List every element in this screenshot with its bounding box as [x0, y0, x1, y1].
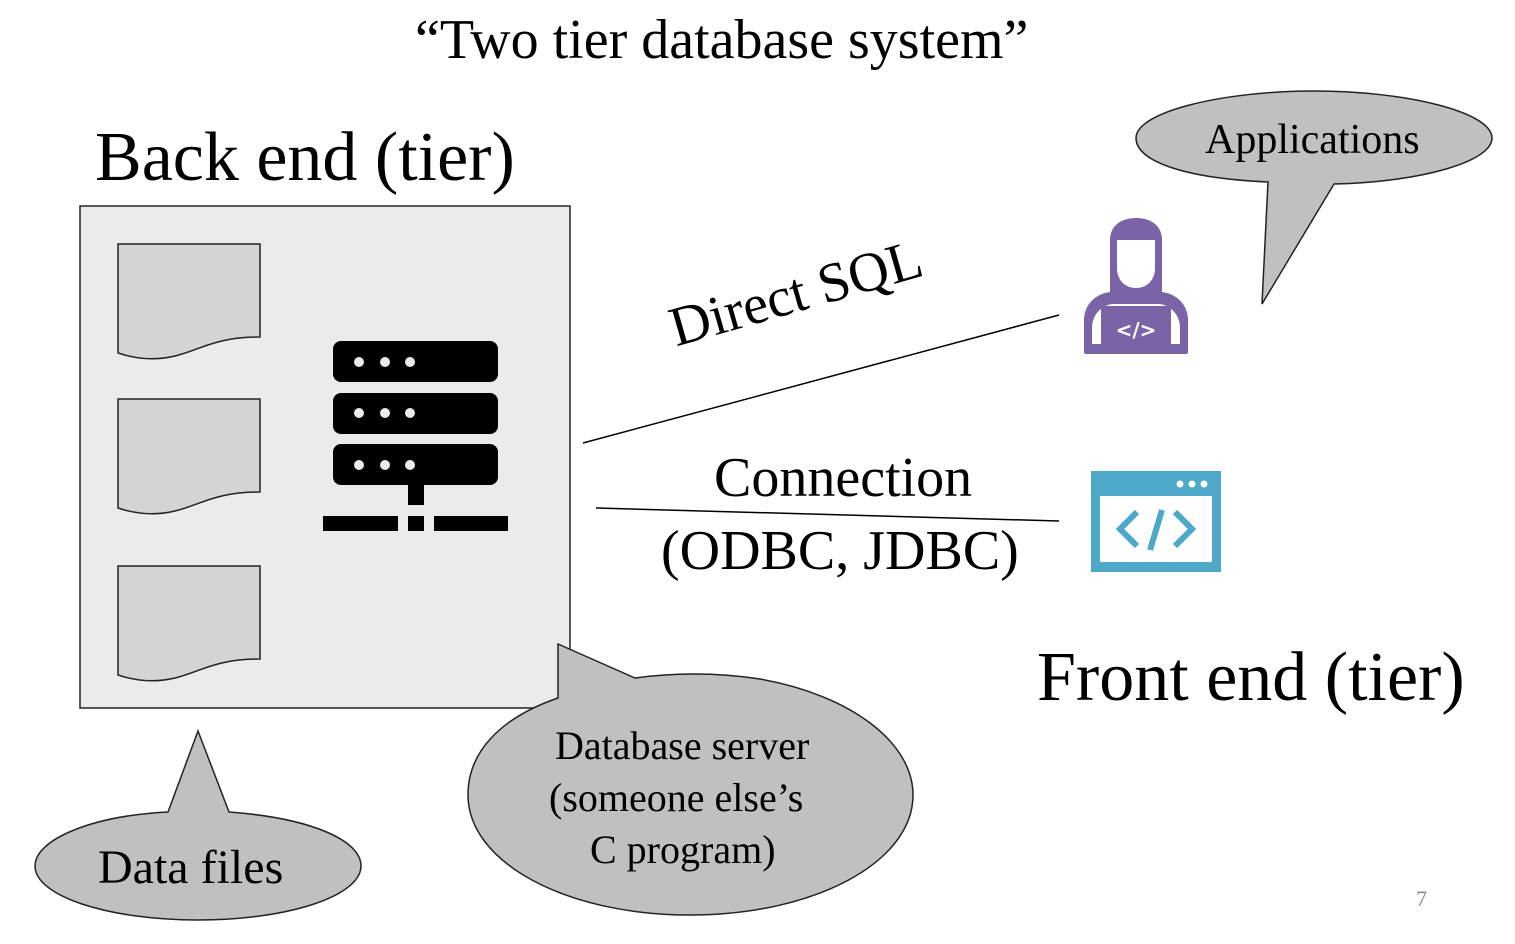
database-server-callout-line: (someone else’s	[549, 775, 804, 820]
backend-label: Back end (tier)	[95, 119, 515, 196]
data-file-icon	[117, 243, 261, 360]
connection-line	[595, 507, 1060, 522]
applications-callout-label: Applications	[1205, 117, 1420, 163]
data-files-callout-label: Data files	[98, 841, 284, 894]
server-icon	[323, 341, 508, 531]
code-window-icon	[1091, 471, 1221, 572]
svg-text:</>: </>	[1116, 318, 1157, 342]
applications-callout-shape	[1135, 90, 1493, 305]
connection-protocols-label: (ODBC, JDBC)	[661, 520, 1019, 582]
direct-sql-line	[582, 314, 1060, 444]
database-server-callout-line: C program)	[590, 827, 776, 872]
slide-title: “Two tier database system”	[415, 9, 1029, 71]
data-file-icon	[117, 398, 261, 515]
database-server-callout-line: Database server	[555, 723, 810, 768]
database-server-callout-shape	[467, 642, 914, 916]
data-file-icon	[117, 565, 261, 682]
data-files-callout-shape	[34, 728, 362, 921]
frontend-label: Front end (tier)	[1037, 639, 1465, 716]
connection-label: Connection	[714, 447, 973, 509]
page-number: 7	[1416, 886, 1427, 911]
